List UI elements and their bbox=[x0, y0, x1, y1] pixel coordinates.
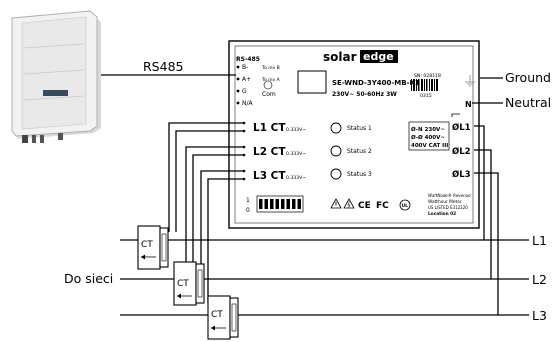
barcode bbox=[411, 79, 438, 91]
ct-clamp-label-2: CT bbox=[177, 279, 189, 289]
l1-label: L1 bbox=[532, 233, 547, 248]
ct2-label: L2 CT bbox=[253, 146, 286, 158]
ct-clamp-3: CT bbox=[207, 295, 239, 340]
cert-brand: WattNode® Revenue bbox=[428, 193, 471, 198]
meter-display-window bbox=[297, 70, 327, 94]
cert-text-3: Location 02 bbox=[428, 211, 456, 217]
wiring bbox=[101, 74, 529, 316]
ground-symbol bbox=[465, 75, 475, 87]
ct3-voltage: 0.333V~ bbox=[286, 175, 306, 181]
status-led-3 bbox=[330, 168, 342, 180]
grid-label: Do sieci bbox=[64, 271, 113, 286]
rs485-label: RS485 bbox=[143, 59, 183, 74]
status-led-1 bbox=[330, 122, 342, 134]
terminal-a: A+ bbox=[242, 76, 251, 83]
ce-mark: CE bbox=[358, 201, 371, 211]
ct1-lead-a bbox=[168, 122, 243, 232]
ct3-label: L3 CT bbox=[253, 170, 286, 182]
ground-label: Ground bbox=[505, 70, 551, 85]
ct1-label: L1 CT bbox=[253, 122, 286, 134]
model-number: SE-WND-3Y400-MB-K1 bbox=[332, 79, 420, 87]
ul-listed-icon bbox=[399, 199, 411, 211]
terminal-g: G bbox=[242, 88, 247, 95]
voltage-rating-box bbox=[408, 121, 450, 151]
terminal-l3: ØL3 bbox=[452, 169, 471, 180]
to-inverter-b: To inv B bbox=[261, 65, 280, 71]
status-led-2 bbox=[330, 145, 342, 157]
terminal-l1: ØL1 bbox=[452, 122, 471, 133]
com-label: Com bbox=[262, 91, 276, 98]
neutral-label: Neutral bbox=[505, 95, 551, 110]
meter-brand-suffix: edge bbox=[363, 50, 394, 63]
phase-l1-right bbox=[474, 125, 529, 241]
rating-line-1: Ø-N 230V~ bbox=[411, 126, 445, 133]
cert-text-2: US LISTED E312220 bbox=[428, 205, 468, 210]
meter-brand-prefix: solar bbox=[323, 50, 357, 64]
ct2-lead-a bbox=[185, 146, 243, 268]
ct3-lead-a bbox=[200, 170, 243, 303]
inverter-device bbox=[11, 10, 101, 143]
ct1-lead-b bbox=[175, 130, 243, 232]
com-ground-symbol bbox=[263, 80, 273, 90]
phase-l2-right bbox=[474, 149, 529, 280]
ct2-voltage: 0.333V~ bbox=[286, 151, 306, 157]
ct2-lead-b bbox=[192, 154, 243, 268]
ct1-voltage: 0.333V~ bbox=[286, 127, 306, 133]
status-label-1: Status 1 bbox=[347, 125, 372, 132]
cert-text-1: Watthour Meter bbox=[428, 199, 462, 205]
rating-line-2: Ø-Ø 400V~ bbox=[411, 134, 445, 141]
electric-hazard-icon bbox=[343, 198, 355, 209]
terminal-na: N/A bbox=[242, 100, 254, 107]
dip-label-1: 1 bbox=[246, 197, 250, 204]
ct-clamp-label-3: CT bbox=[211, 310, 223, 320]
dip-switch bbox=[256, 195, 304, 213]
status-label-3: Status 3 bbox=[347, 171, 372, 178]
status-label-2: Status 2 bbox=[347, 148, 372, 155]
terminal-b: B- bbox=[242, 64, 248, 71]
rs485-header: RS-485 bbox=[236, 56, 260, 63]
energy-meter: solar edge RS-485 B- A+ G N/A To inv B T… bbox=[228, 40, 480, 229]
svg-text:UL: UL bbox=[402, 203, 409, 209]
terminal-n: N bbox=[465, 100, 472, 109]
ct-clamp-2: CT bbox=[173, 261, 205, 306]
warning-icon bbox=[330, 198, 342, 209]
ct-clamp-1: CT bbox=[137, 225, 169, 270]
ct-clamp-label-1: CT bbox=[141, 240, 153, 250]
phase-l3-right bbox=[474, 172, 529, 316]
dip-label-0: 0 bbox=[246, 207, 250, 214]
serial-label: SN: 028118 bbox=[414, 73, 441, 79]
rating-line-3: 400V CAT III bbox=[411, 143, 448, 149]
l2-label: L2 bbox=[532, 272, 547, 287]
terminal-l2: ØL2 bbox=[452, 146, 471, 157]
fc-mark: FC bbox=[376, 201, 389, 211]
ct3-lead-b bbox=[207, 178, 243, 303]
model-rating: 230V~ 50-60Hz 3W bbox=[332, 91, 397, 98]
l3-label: L3 bbox=[532, 308, 547, 323]
serial-code: 0315 bbox=[420, 93, 432, 99]
to-inverter-a: To inv A bbox=[261, 77, 281, 83]
dip-switch-keys bbox=[259, 199, 301, 209]
inverter-display bbox=[43, 90, 68, 96]
